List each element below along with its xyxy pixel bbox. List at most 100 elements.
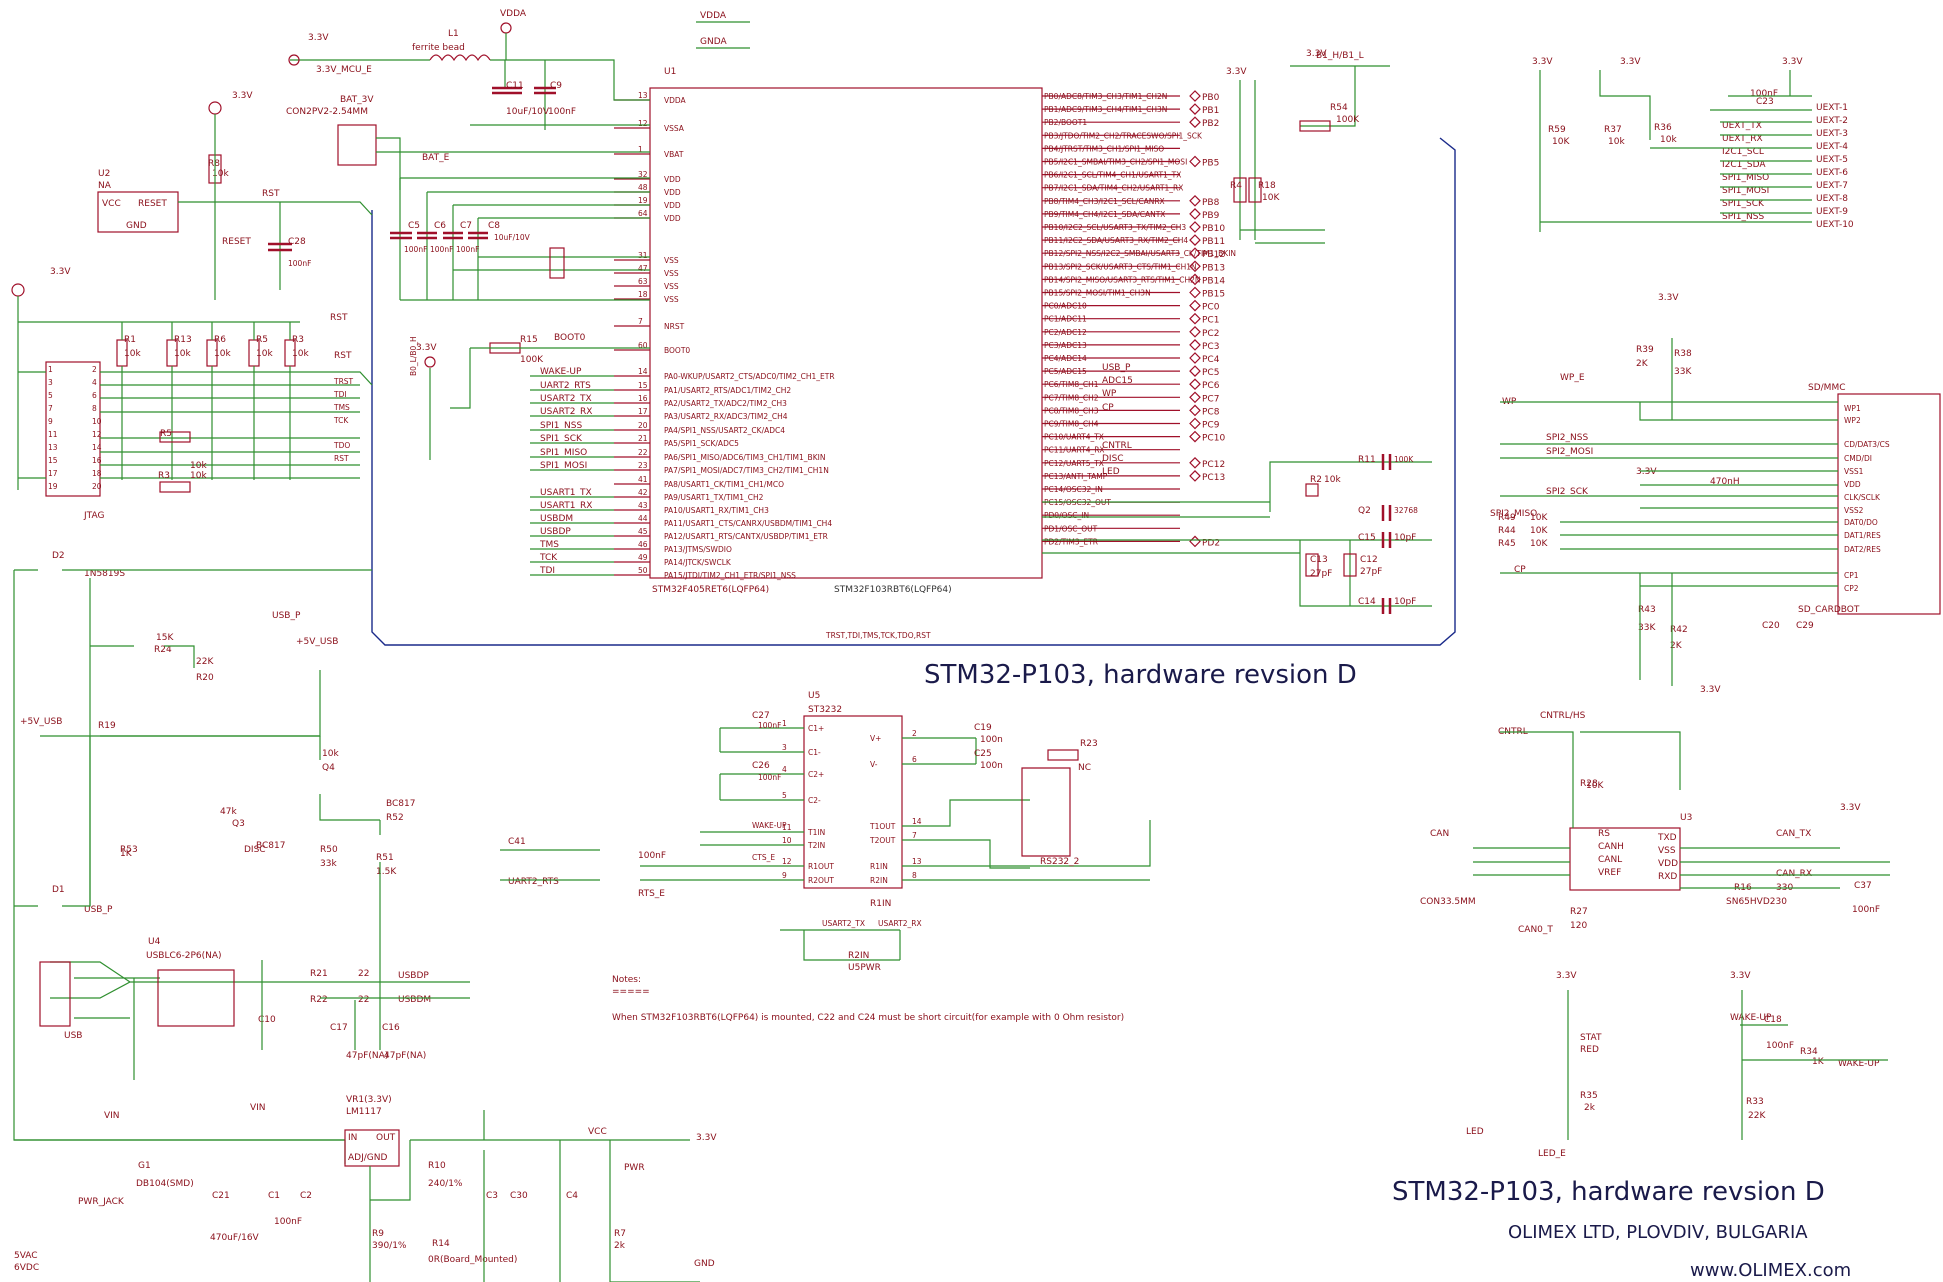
component-label: C23 [1756,97,1774,107]
component-label: R9 [372,1229,384,1239]
svg-text:3.3V: 3.3V [1226,67,1247,77]
pin-number: 16 [638,394,648,403]
net-port [1189,208,1201,220]
svg-text:100n: 100n [980,761,1003,771]
component-label: VR1(3.3V) [346,1095,392,1105]
mid-net: ADC15 [1102,376,1133,386]
component-label: SPI2_SCK [1546,487,1589,497]
net-port [1189,430,1201,443]
uext-pin: UEXT-8 [1816,194,1848,204]
pin-name: C1+ [808,724,824,733]
pin-name: PB10/I2C2_SCL/USART3_TX/TIM2_CH3 [1044,223,1186,232]
svg-text:3.3V: 3.3V [50,267,71,277]
component-label: DISC [244,845,266,855]
component-label: GND [694,1259,715,1269]
component-label: C18 [1764,1015,1782,1025]
net-port [1189,221,1201,233]
component-label: VREF [1598,868,1621,878]
component-label: 120 [1570,921,1587,931]
svg-text:10uF/10V: 10uF/10V [494,233,531,242]
pin-name: T2IN [807,841,825,850]
net-port [1189,417,1201,430]
bat-label: BAT_3V [340,95,374,105]
net-label: USART2_RX [540,407,592,417]
resistor-ref: R13 [174,335,192,345]
pin-name: PB15/SPI2_MOSI/TIM1_CH3N [1044,289,1151,298]
pin-name: R2IN [870,876,888,885]
sd-pin: CD/DAT3/CS [1844,440,1890,449]
crystals-section: R2 10k R11 100K Q2 32768 C15 10pF C14 10… [1042,454,1432,614]
pin-number: 10 [782,836,792,845]
component-label: 22K [1748,1111,1766,1121]
svg-text:RESET: RESET [222,237,251,247]
resistor-ref: R5 [256,335,268,345]
pin-name: T2OUT [869,836,896,845]
net-port [1189,470,1201,482]
pin-number: 9 [782,871,787,880]
component-label: R52 [386,813,404,823]
svg-text:R5: R5 [160,429,172,439]
svg-text:10pF: 10pF [1394,597,1416,607]
svg-text:C9: C9 [550,81,562,91]
l1-ref: L1 [448,29,459,39]
svg-text:=====: ===== [612,987,650,997]
component-label: 6VDC [14,1263,39,1273]
jtag-pin: 16 [92,456,102,465]
svg-text:3.3V: 3.3V [416,343,437,353]
svg-text:WAKE-UP: WAKE-UP [752,821,787,830]
component-label: 3.3V [1782,57,1803,67]
company-url: www.OLIMEX.com [1690,1260,1851,1281]
pin-name: PB1/ADC9/TIM3_CH4/TIM1_CH3N [1044,105,1167,114]
net-port [1189,378,1201,391]
pin-name: BOOT0 [664,346,690,355]
mcu-name-f405: STM32F405RET6(LQFP64) [652,585,769,595]
component-label: 47pF(NA) [384,1051,426,1061]
net-name: PB11 [1202,237,1225,247]
component-label: SPI2_MOSI [1546,447,1593,457]
net-name: PC12 [1202,460,1225,470]
net-name: PC6 [1202,381,1220,391]
component-label: R24 [154,645,172,655]
svg-text:R2IN: R2IN [848,951,869,961]
pin-name: C1- [808,748,821,757]
svg-text:RST: RST [330,313,348,323]
pin-number: 50 [638,566,648,575]
pin-number: 8 [912,871,917,880]
component-label: SPI2_MISO [1490,509,1537,519]
svg-text:R15: R15 [520,335,538,345]
jtag-pin: 5 [48,391,53,400]
pin-name: PA1/USART2_RTS/ADC1/TIM2_CH2 [664,386,791,395]
svg-text:27pF: 27pF [1360,567,1382,577]
component-label: Q3 [232,819,245,829]
component-label: 10K [1530,513,1548,523]
svg-text:TRST: TRST [333,377,354,386]
resistor-ref: R1 [124,335,136,345]
net-label: USART1_TX [540,488,592,498]
net-label: SPI1_SCK [540,434,583,444]
net-port [1189,90,1201,102]
svg-text:27pF: 27pF [1310,569,1332,579]
pin-number: 41 [638,475,648,484]
mid-net: WP [1102,389,1117,399]
component-label: PWR_JACK [78,1197,125,1207]
svg-text:R11: R11 [1358,455,1376,465]
net-port [1189,286,1201,299]
component-label: CANL [1598,855,1622,865]
svg-text:UART2_RTS: UART2_RTS [508,877,559,887]
component-label: 1K [120,849,133,859]
pin-number: 3 [782,743,787,752]
pin-number: 22 [638,448,648,457]
bottom-title: STM32-P103, hardware revsion D [1392,1177,1825,1207]
component-label: WAKE-UP [1730,1013,1772,1023]
pin-number: 7 [638,317,643,326]
net-port [1189,247,1201,260]
net-name: PB9 [1202,211,1220,221]
component-label: 0R(Board_Mounted) [428,1255,517,1265]
component-label: 47pF(NA) [346,1051,388,1061]
svg-text:100nF: 100nF [758,773,781,782]
component-label: R39 [1636,345,1654,355]
component-label: 22 [358,995,369,1005]
jtag-pin: 6 [92,391,97,400]
component-label: VIN [104,1111,120,1121]
svg-text:R18: R18 [1258,181,1276,191]
